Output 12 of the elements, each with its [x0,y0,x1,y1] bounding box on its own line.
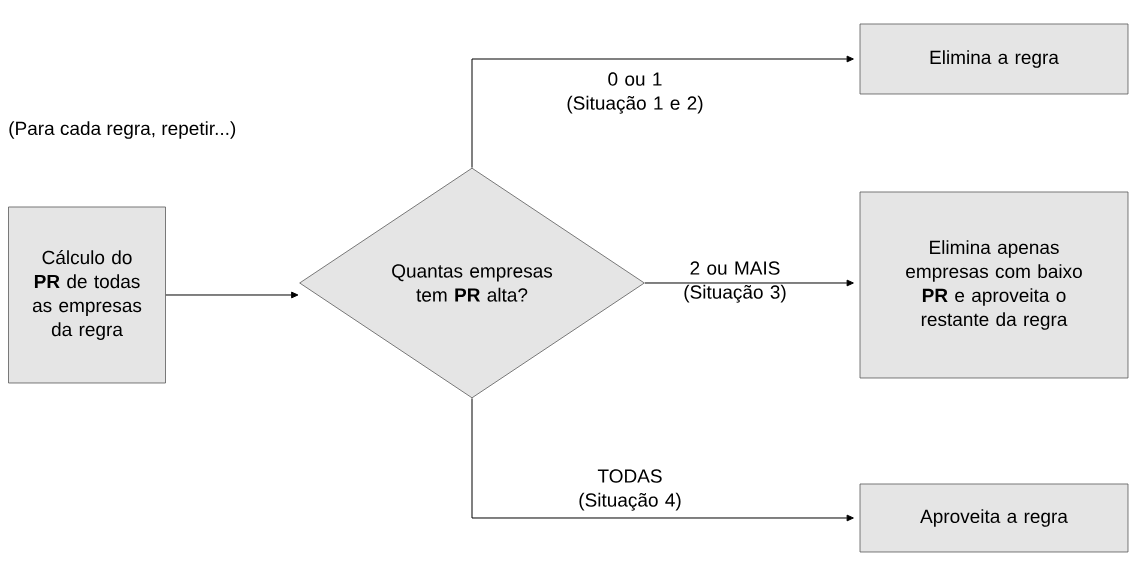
edge-label: 2 ou MAIS (Situação 3) [684,261,786,303]
process-box: Aproveita a regra [859,483,1129,553]
arrow [471,397,854,522]
edge-label: 0 ou 1 (Situação 1 e 2) [567,72,703,114]
edge-label: TODAS (Situação 4) [579,469,681,511]
note-text: (Para cada regra, repetir...) [9,121,236,139]
arrow [165,291,299,299]
process-box: Elimina apenas empresas com baixo PR e aproveita o restante da regra [859,191,1129,379]
process-box: Cálculo do PR de todas as empresas da regra [8,206,166,384]
process-box: Elimina a regra [859,23,1129,95]
arrow [471,55,854,169]
arrow [644,279,854,287]
